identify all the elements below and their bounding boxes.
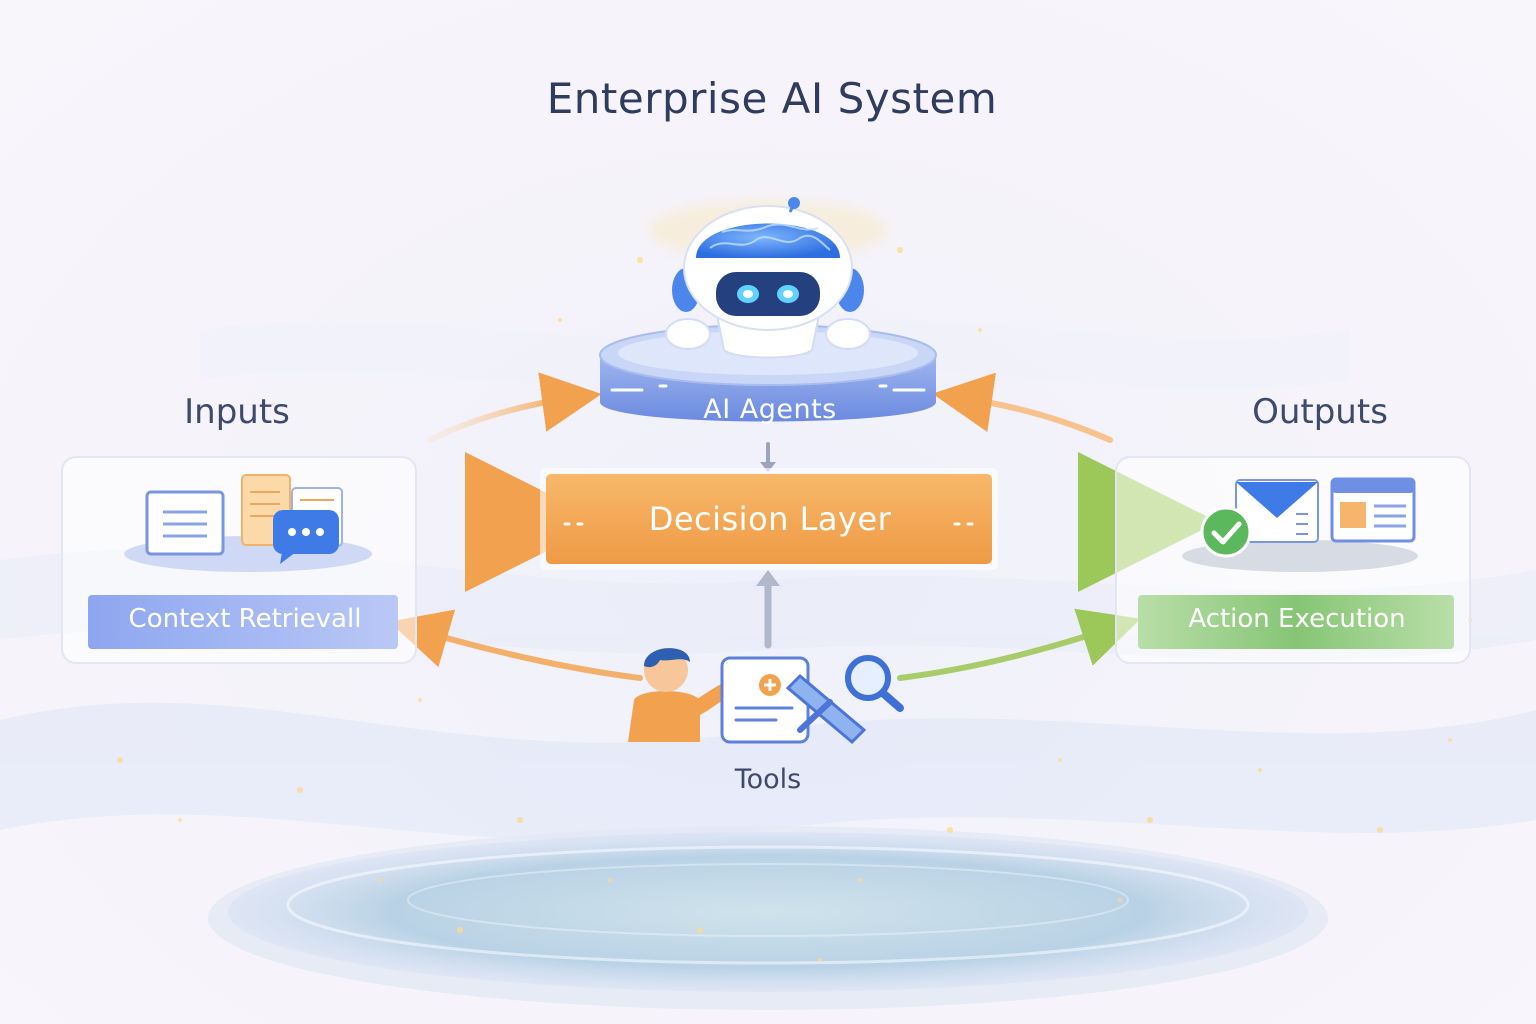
email-icon bbox=[1235, 479, 1319, 543]
arrow-tools-to-inputs bbox=[389, 609, 643, 681]
tools-node bbox=[628, 648, 904, 745]
context-retrieval-bar bbox=[88, 595, 398, 649]
arrow-inputs-to-agents bbox=[427, 372, 602, 443]
chat-bubble-icon bbox=[273, 510, 339, 564]
action-execution-label: Action Execution bbox=[1188, 604, 1406, 634]
context-retrieval-label: Context Retrievall bbox=[128, 604, 362, 634]
check-circle-icon bbox=[1200, 506, 1252, 558]
document-icon bbox=[145, 490, 225, 556]
robot-brain-icon bbox=[696, 223, 840, 258]
browser-window-icon bbox=[1330, 477, 1416, 543]
arrow-tools-to-outputs bbox=[897, 608, 1141, 681]
pencil-icon bbox=[785, 673, 867, 745]
tools-label: Tools bbox=[734, 764, 802, 795]
page-title: Enterprise AI System bbox=[546, 74, 998, 123]
form-document-icon bbox=[720, 656, 810, 744]
base-platform bbox=[208, 826, 1328, 1010]
arrow-outputs-to-agents bbox=[932, 372, 1113, 443]
outputs-heading: Outputs bbox=[1252, 392, 1388, 432]
ai-agents-node bbox=[599, 197, 937, 422]
decision-layer-node bbox=[540, 468, 998, 570]
outputs-panel bbox=[1115, 456, 1471, 664]
inputs-heading: Inputs bbox=[184, 392, 290, 432]
sparkle-particles bbox=[88, 247, 1472, 962]
magnifier-icon bbox=[845, 655, 904, 712]
action-execution-bar bbox=[1138, 595, 1454, 649]
ai-agents-label: AI Agents bbox=[703, 394, 837, 425]
decision-layer-label: Decision Layer bbox=[648, 500, 892, 538]
inputs-panel bbox=[61, 456, 417, 664]
